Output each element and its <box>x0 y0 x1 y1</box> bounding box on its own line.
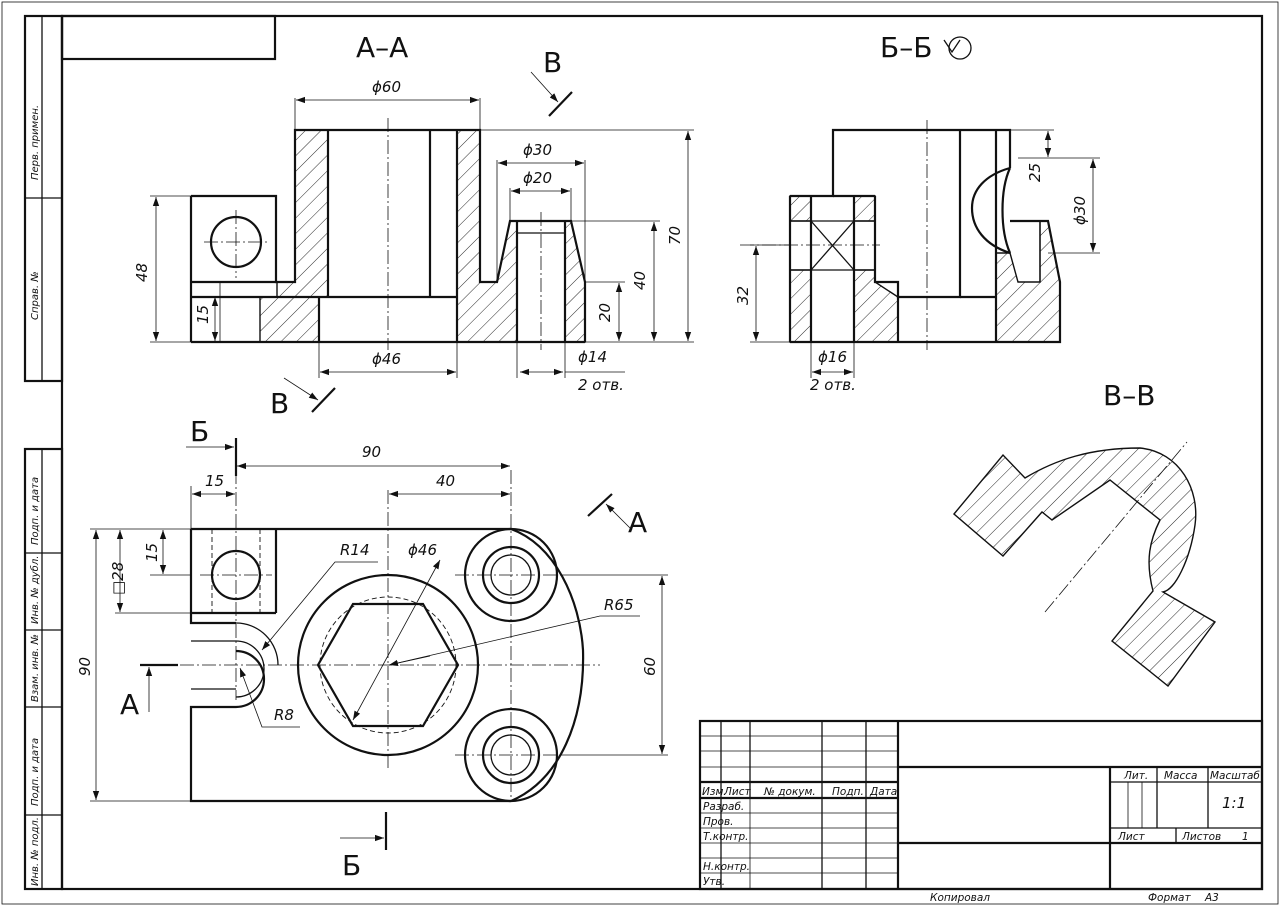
hatch-right-wall <box>456 129 518 343</box>
tb-role-razrab: Разраб. <box>703 801 744 813</box>
dim-h32: 32 <box>734 286 752 305</box>
dim-d30: ϕ30 <box>523 141 552 159</box>
dim-d46-plan: ϕ46 <box>408 541 437 559</box>
tb-hdr-dokum: № докум. <box>763 786 816 798</box>
side-label-perv: Перв. примен. <box>30 105 41 180</box>
rotation-sign-icon <box>943 36 972 60</box>
tb-hdr-list: Лист <box>723 786 751 798</box>
tb-hdr-data: Дата <box>869 786 897 798</box>
dim-d16: ϕ16 <box>818 348 847 366</box>
dim-v15: 15 <box>143 543 161 562</box>
dim-h70: 70 <box>666 226 684 245</box>
side-label-podp1: Подп. и дата <box>30 477 41 545</box>
section-marker-a-right: А <box>628 506 647 539</box>
dim-r8: R8 <box>274 706 294 724</box>
dim-r14: R14 <box>340 541 370 559</box>
section-marker-a-left: А <box>120 688 139 721</box>
side-label-sprav: Справ. № <box>30 271 41 320</box>
tb-scale-value: 1:1 <box>1222 794 1246 812</box>
section-marker-b-top: Б <box>190 415 209 448</box>
dim-d30-bb: ϕ30 <box>1071 196 1089 225</box>
hatch-bb-tl <box>789 195 812 222</box>
dim-d20: ϕ20 <box>523 169 552 187</box>
dim-h40: 40 <box>631 271 649 290</box>
tb-sheets-count: 1 <box>1242 831 1249 843</box>
view-plan: 90 40 15 □28 15 90 60 R14 ϕ46 R65 R8 Б <box>76 415 668 882</box>
tb-sheets: Листов <box>1181 831 1221 843</box>
view-section-aa: А–А ϕ60 ϕ30 <box>133 31 694 420</box>
side-label-inv-podl: Инв. № подл. <box>30 817 41 886</box>
side-strip: Перв. примен. Справ. № Подп. и дата Инв.… <box>23 14 64 891</box>
tb-role-nkontr: Н.контр. <box>703 861 750 873</box>
view-section-vv: В–В <box>953 379 1217 688</box>
dim-w15: 15 <box>205 472 224 490</box>
tb-copied: Копировал <box>930 892 990 904</box>
hatch-bb-bl <box>789 269 812 343</box>
dim-holes-bb: 2 отв. <box>810 376 856 394</box>
tb-mass: Масса <box>1164 770 1197 782</box>
dim-d60: ϕ60 <box>372 78 401 96</box>
dim-d46: ϕ46 <box>372 350 401 368</box>
section-marker-b-bottom: Б <box>342 849 361 882</box>
tb-hdr-izm: Изм. <box>702 786 727 798</box>
side-label-inv-dubl: Инв. № дубл. <box>29 556 41 624</box>
section-vv-title: В–В <box>1103 379 1155 412</box>
dim-sq28: □28 <box>109 562 127 595</box>
hatch-bb-tr <box>853 195 876 222</box>
tb-scale: Масштаб <box>1210 770 1260 782</box>
section-marker-v-top: В <box>543 46 562 79</box>
tb-role-utv: Утв. <box>703 876 725 888</box>
tb-lit: Лит. <box>1123 770 1148 782</box>
dim-h48: 48 <box>133 263 151 282</box>
dim-w90: 90 <box>362 443 381 461</box>
tb-sheet: Лист <box>1117 831 1145 843</box>
dim-d14: ϕ14 <box>578 348 607 366</box>
dim-holes-aa: 2 отв. <box>578 376 624 394</box>
tb-role-tkontr: Т.контр. <box>703 831 749 843</box>
dim-h20: 20 <box>596 303 614 322</box>
tb-role-prov: Пров. <box>703 816 734 828</box>
dim-h60: 60 <box>641 657 659 676</box>
side-label-podp2: Подп. и дата <box>30 738 41 806</box>
dim-h90: 90 <box>76 657 94 676</box>
tb-format: Формат <box>1148 892 1191 904</box>
dim-w40: 40 <box>436 472 455 490</box>
tb-hdr-podp: Подп. <box>832 786 864 798</box>
side-label-vzam: Взам. инв. № <box>30 634 41 702</box>
dim-h25: 25 <box>1026 163 1044 182</box>
hatch-vv-body <box>953 447 1217 688</box>
section-aa-title: А–А <box>356 31 408 64</box>
dim-h15-aa: 15 <box>194 305 212 324</box>
section-marker-v-bottom: В <box>270 387 289 420</box>
dim-r65: R65 <box>604 596 634 614</box>
title-block: Лит. Масса Масштаб 1:1 Лист Листов 1 Изм… <box>698 719 1264 904</box>
section-bb-title: Б–Б <box>880 31 932 64</box>
tb-format-value: A3 <box>1204 892 1219 904</box>
view-section-bb: Б–Б 25 ϕ30 <box>734 31 1100 394</box>
